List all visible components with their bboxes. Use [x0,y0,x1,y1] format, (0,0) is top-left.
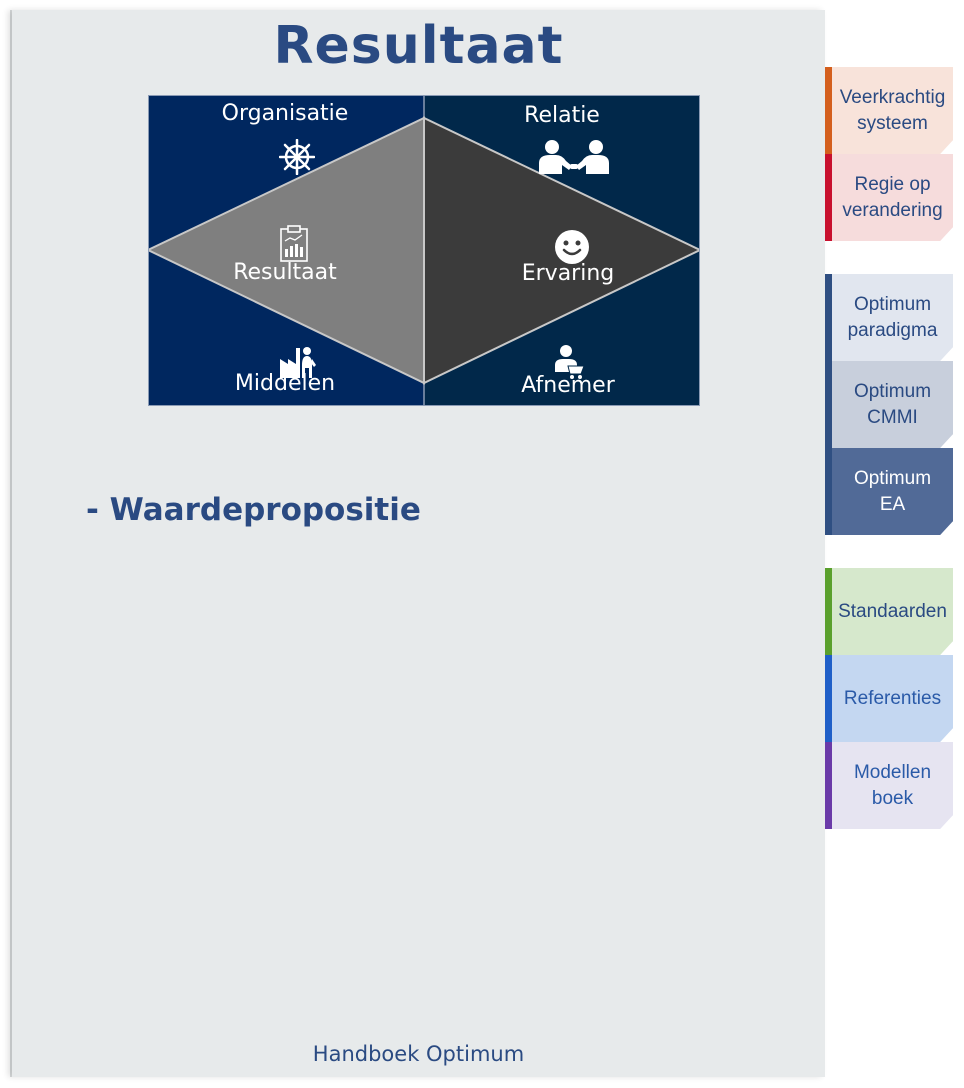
diagram-border [148,95,700,406]
tab-label: Modellen boek [853,761,932,809]
tab-accent-bar [825,67,832,154]
report-icon [280,225,308,262]
tab-veerkrachtig-systeem[interactable]: Veerkrachtig systeem [825,67,953,154]
tab-accent-bar [825,448,832,535]
tab-label: Regie op verandering [842,173,943,221]
tab-label: Standaarden [838,600,947,622]
tab-accent-bar [825,655,832,742]
tab-accent-bar [825,568,832,655]
smiley-icon [555,230,589,264]
tab-label: Referenties [843,687,942,709]
tab-standaarden[interactable]: Standaarden [825,568,953,655]
handshake-icon [539,140,609,174]
tab-label: Veerkrachtig systeem [839,86,946,134]
quadrant-label-organisatie: Organisatie [221,101,349,126]
ship-wheel-icon [279,139,315,175]
tab-accent-bar [825,154,832,241]
customer-cart-icon [555,345,585,379]
tab-label: Optimum EA [853,467,932,515]
center-label-resultaat: Resultaat [233,260,337,285]
tab-label: Optimum paradigma [847,293,938,341]
page-title: Resultaat [273,16,564,76]
quadrant-label-afnemer: Afnemer [521,373,615,398]
slide-page: Resultaat Organisatie Relatie Middelen A… [12,10,825,1077]
tab-label: Optimum CMMI [853,380,932,428]
tab-referenties[interactable]: Referenties [825,655,953,742]
value-proposition-diagram: Organisatie Relatie Middelen Afnemer Res… [148,95,700,406]
quadrant-label-relatie: Relatie [524,103,600,128]
footer-text: Handboek Optimum [312,1042,525,1066]
tab-regie-op-verandering[interactable]: Regie op verandering [825,154,953,241]
center-label-ervaring: Ervaring [521,261,615,286]
tab-modellen-boek[interactable]: Modellen boek [825,742,953,829]
tab-optimum-paradigma[interactable]: Optimum paradigma [825,274,953,361]
tab-accent-bar [825,742,832,829]
factory-worker-icon [280,347,316,378]
tab-accent-bar [825,274,832,361]
tab-optimum-ea[interactable]: Optimum EA [825,448,953,535]
tab-accent-bar [825,361,832,448]
bullet-waardepropositie: - Waardepropositie [86,492,421,528]
diagram-graphic [148,95,700,406]
tab-optimum-cmmi[interactable]: Optimum CMMI [825,361,953,448]
